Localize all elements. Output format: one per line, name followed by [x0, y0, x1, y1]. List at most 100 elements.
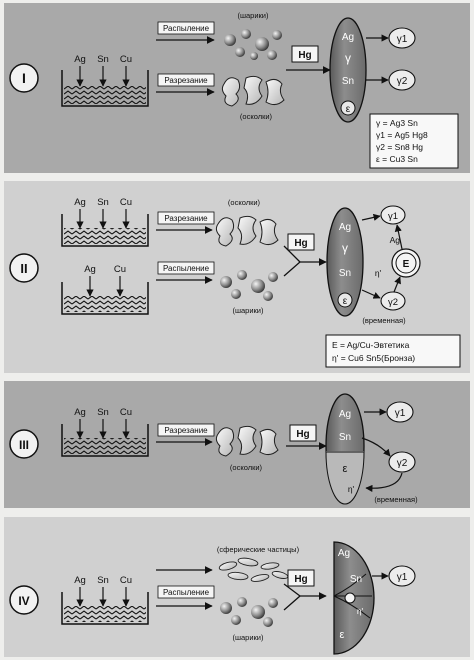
panel-1-shards [221, 75, 285, 107]
panel-1-phase-epsilon: ε [346, 104, 351, 115]
panel-2-phase-ag: Ag [339, 222, 351, 233]
shard [237, 215, 257, 245]
shard [259, 218, 279, 246]
panel-1-legend-box [369, 113, 459, 169]
panel-2-arrow-e-g1 [394, 224, 403, 250]
ball [251, 605, 265, 619]
panel-2-eta: η' [375, 268, 382, 278]
panel-2-product-g1: γ1 [388, 211, 398, 222]
panel-1-balls [224, 29, 282, 60]
ball [272, 30, 282, 40]
panel-4-flakes [218, 557, 289, 582]
panel-1-roman: I [22, 70, 26, 86]
panel-2-amalgam [326, 207, 364, 317]
panel-2-process-bottom-box [157, 261, 215, 275]
flake [260, 562, 280, 570]
panel-2-melt-top [64, 228, 146, 244]
panel-4-label-balls: (шарики) [232, 633, 264, 642]
panel-3-product-g1: γ1 [395, 408, 406, 419]
ball [220, 276, 232, 288]
panel-1-amalgam [329, 17, 367, 123]
panel-4-hg-box [287, 569, 315, 587]
panel-2-label-shards: (осколки) [228, 198, 261, 207]
panel-4-product-g1-shape [388, 565, 416, 587]
panel-4-phase-epsilon: ε [340, 629, 345, 641]
ball [231, 289, 241, 299]
panel-1-crucible [61, 70, 149, 107]
panel-2-process-top-box [157, 211, 215, 225]
panel-4-phase-ag: Ag [338, 548, 350, 559]
panel-1-legend-2: γ1 = Ag5 Hg8 [376, 130, 428, 140]
panel-4-crucible [61, 592, 149, 625]
panel-1-product-g1-shape [388, 27, 416, 49]
panel-2-legend-2: η' = Cu6 Sn5(Бронза) [332, 353, 415, 363]
panel-3-temporary: (временная) [374, 495, 418, 504]
panel-2-metal-cu-bottom: Cu [114, 264, 126, 275]
panel-2-node-e-inner [395, 252, 417, 274]
flake [218, 561, 238, 571]
panel-4-phase-eta: η' [357, 606, 364, 616]
panel-1-label-balls: (шарики) [237, 11, 269, 20]
panel-3-product-g2: γ2 [397, 458, 408, 469]
panel-2-product-g2-shape [380, 291, 406, 311]
panel-2-node-e: E [403, 259, 410, 270]
panel-1-hg-box [291, 45, 319, 63]
panel-2-roman-circle [9, 253, 39, 283]
panel-4-center-circle [344, 592, 356, 604]
panel-4-label-spherical: (сферические частицы) [217, 545, 300, 554]
flake [250, 574, 270, 582]
panel-3-phase-ag: Ag [339, 409, 351, 420]
shard [265, 78, 285, 106]
panel-2-phase-sn: Sn [339, 268, 351, 279]
panel-1-product-g2: γ2 [397, 76, 408, 87]
panel-3-hg: Hg [296, 429, 309, 440]
panel-4-metal-ag: Ag [74, 575, 86, 586]
panel-3-hg-box [289, 424, 317, 442]
panel-3-phase-sn: Sn [339, 432, 351, 443]
panel-3-process-box [157, 423, 215, 437]
panel-2-crucible-top [61, 214, 149, 247]
panel-3-phase-eta: η' [348, 484, 355, 494]
ball [237, 597, 247, 607]
panel-2-arrow-g1 [361, 213, 381, 221]
panel-2-arrow-g2-e [393, 276, 401, 293]
panel-1-crucible-wall [61, 70, 149, 107]
panel-3-arrow-g2 [361, 437, 391, 457]
panel-4-roman-circle [9, 585, 39, 615]
ball [263, 617, 273, 627]
panel-2-product-g2: γ2 [388, 297, 398, 308]
panel-2-phase-epsilon: ε [343, 296, 348, 307]
panel-3-metal-sn: Sn [97, 407, 109, 418]
panel-2-epsilon-circle [337, 292, 353, 308]
panel-4-phase-sn: Sn [350, 574, 362, 585]
ball [237, 270, 247, 280]
panel-4: IV Ag Sn Cu Распыление (сферические част… [4, 517, 470, 657]
panel-3-phase-epsilon: ε [343, 463, 348, 475]
panel-1-process-top: Распыление [163, 24, 210, 33]
panel-1-product-g1: γ1 [397, 34, 408, 45]
panel-4-background [4, 517, 470, 657]
panel-2-arrow-g2 [361, 289, 381, 299]
ball [268, 272, 278, 282]
panel-2-hg-box [287, 233, 315, 251]
panel-4-melt [64, 606, 146, 622]
panel-2-metal-sn: Sn [97, 197, 109, 208]
panel-2-crucible-bottom [61, 282, 149, 315]
panel-4-metal-cu: Cu [120, 575, 132, 586]
panel-1-metal-ag: Ag [74, 54, 86, 65]
panel-1-label-shards: (осколки) [240, 112, 273, 121]
panel-2-legend-1: E = Ag/Cu-Эвтетика [332, 340, 410, 350]
panel-3-shards [215, 425, 279, 457]
panel-3-metal-ag: Ag [74, 407, 86, 418]
panel-4-hg: Hg [294, 574, 307, 585]
panel-2-legend-box [325, 334, 461, 368]
panel-3-roman-circle [9, 429, 39, 459]
ball [267, 50, 277, 60]
ball [220, 602, 232, 614]
panel-1-legend-4: ε = Cu3 Sn [376, 154, 418, 164]
panel-2-metal-ag-bottom: Ag [84, 264, 96, 275]
panel-4-product-g1: γ1 [397, 572, 408, 583]
panel-2-shards [215, 215, 279, 247]
